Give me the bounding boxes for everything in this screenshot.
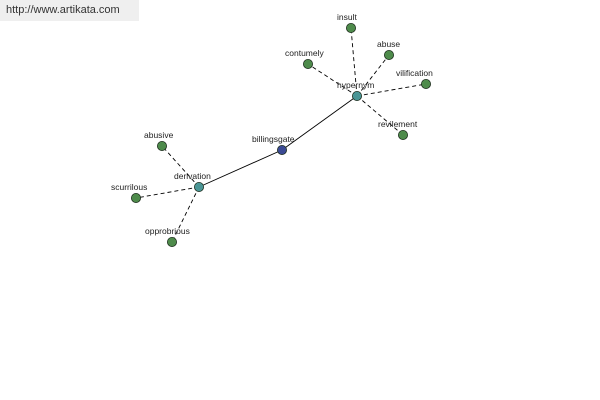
node-derivation[interactable] bbox=[193, 181, 204, 192]
node-revilement[interactable] bbox=[397, 129, 408, 140]
node-label-hypernym[interactable]: hypernym bbox=[337, 80, 374, 90]
edge-derivation-opprobrious bbox=[171, 186, 200, 243]
nodes bbox=[130, 22, 431, 247]
node-label-abuse[interactable]: abuse bbox=[377, 39, 400, 49]
edges bbox=[135, 27, 427, 243]
node-contumely[interactable] bbox=[302, 59, 313, 70]
node-label-revilement[interactable]: revilement bbox=[378, 119, 418, 129]
node-opprobrious[interactable] bbox=[166, 236, 177, 247]
node-label-vilification[interactable]: vilification bbox=[396, 68, 433, 78]
edge-hypernym-contumely bbox=[307, 63, 358, 97]
edge-hypernym-abuse bbox=[356, 54, 390, 97]
node-hypernym[interactable] bbox=[351, 91, 362, 102]
node-label-scurrilous[interactable]: scurrilous bbox=[111, 182, 147, 192]
node-label-contumely[interactable]: contumely bbox=[285, 48, 324, 58]
edge-hypernym-vilification bbox=[356, 83, 427, 97]
node-abusive[interactable] bbox=[156, 140, 167, 151]
node-label-insult[interactable]: insult bbox=[337, 12, 357, 22]
source-url[interactable]: http://www.artikata.com bbox=[0, 0, 139, 21]
edge-hypernym-revilement bbox=[356, 95, 404, 136]
node-label-billingsgate[interactable]: billingsgate bbox=[252, 134, 295, 144]
edge-billingsgate-hypernym bbox=[281, 95, 358, 151]
node-label-abusive[interactable]: abusive bbox=[144, 130, 174, 140]
node-abuse[interactable] bbox=[383, 50, 394, 61]
node-vilification[interactable] bbox=[420, 79, 431, 90]
node-labels: billingsgate hypernym derivation insult cont… bbox=[111, 12, 433, 236]
edge-derivation-abusive bbox=[161, 145, 200, 188]
node-label-opprobrious[interactable]: opprobrious bbox=[145, 226, 190, 236]
node-insult[interactable] bbox=[345, 22, 356, 33]
node-billingsgate[interactable] bbox=[276, 144, 287, 155]
node-label-derivation[interactable]: derivation bbox=[174, 171, 211, 181]
edge-billingsgate-derivation bbox=[198, 149, 283, 188]
node-scurrilous[interactable] bbox=[130, 192, 141, 203]
edge-hypernym-insult bbox=[350, 27, 358, 97]
edge-derivation-scurrilous bbox=[135, 186, 200, 199]
